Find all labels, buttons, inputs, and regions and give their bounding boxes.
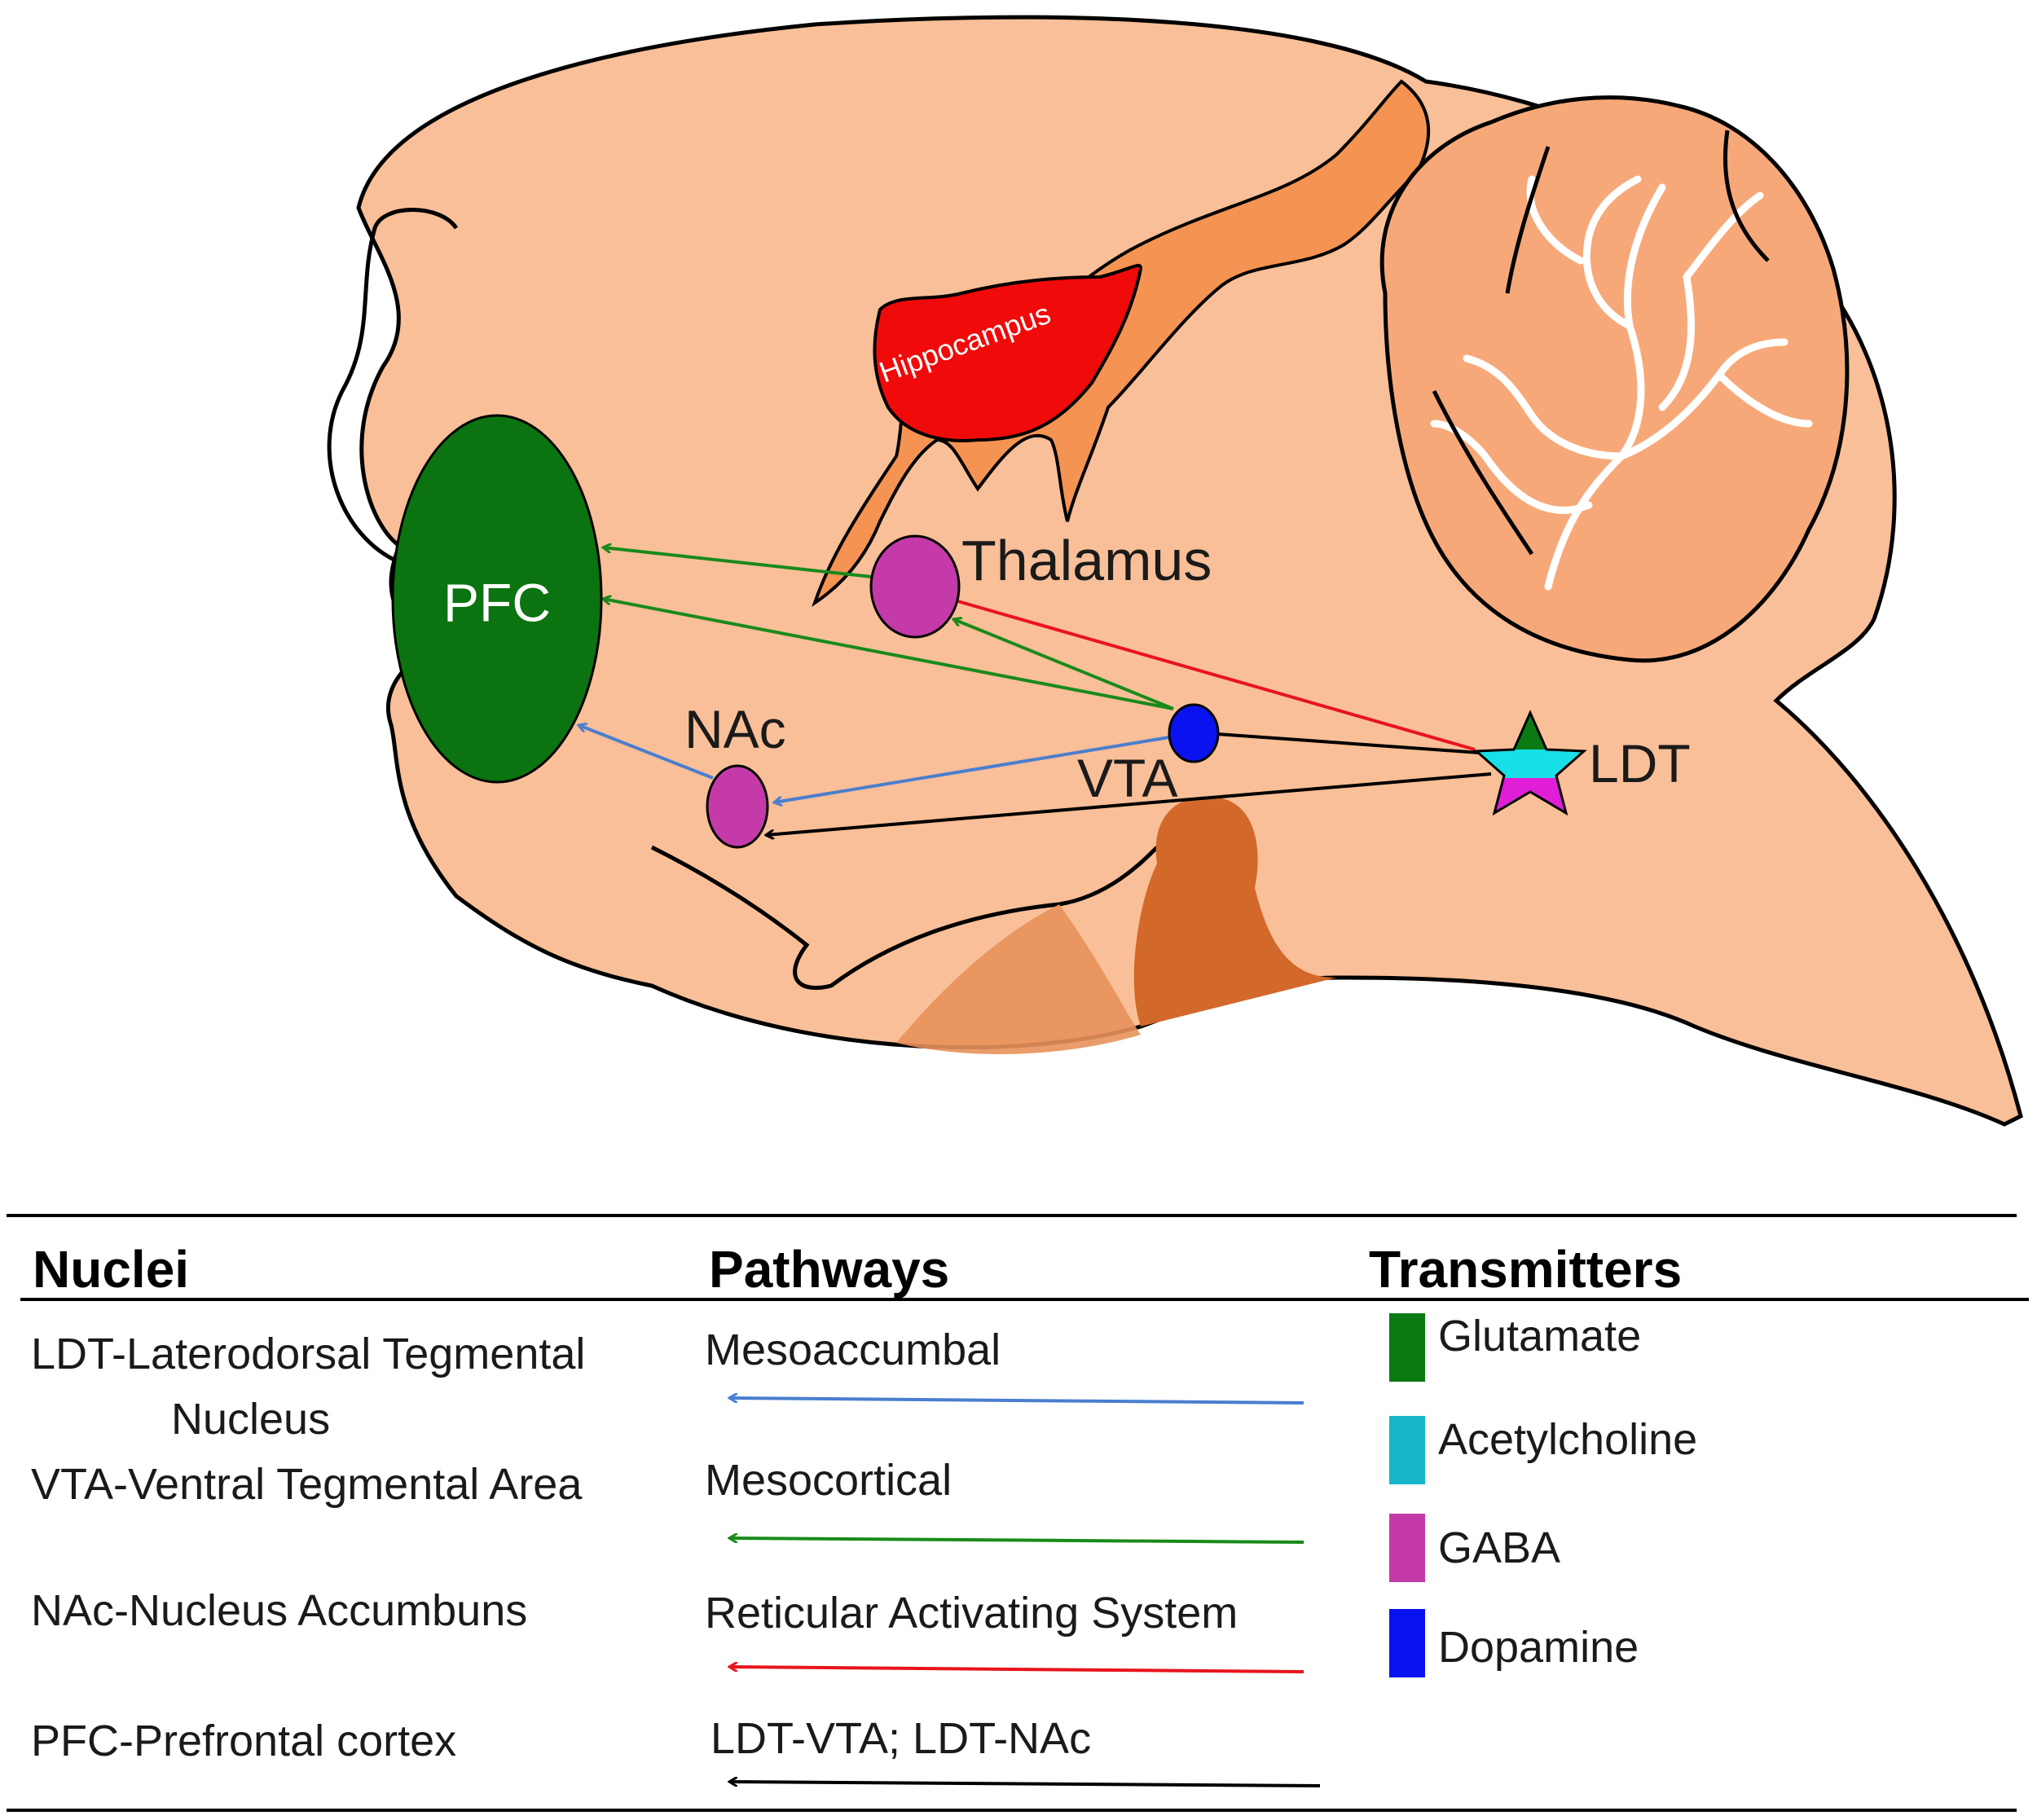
arrow-vta-to-thalamus [953,619,1174,710]
arrow-vta-to-pfc [603,599,1174,710]
transmitter-label-glutamate: Glutamate [1438,1312,1641,1361]
vta-label: VTA [1077,748,1177,808]
olfactory-bulb [327,208,459,565]
vta-node [1168,703,1220,763]
pathway-label-ras: Reticular Activating System [705,1589,1238,1638]
transmitter-swatch-gaba [1389,1514,1425,1582]
pathway-arrow-ldt [729,1782,1321,1787]
arrow-nac-to-pfc [579,725,714,780]
pfc-label: PFC [443,572,551,632]
ldt-label: LDT [1589,733,1691,794]
pathway-arrow-ras [729,1667,1304,1673]
transmitter-label-dopamine: Dopamine [1438,1623,1639,1672]
pathway-arrow-mesocortical [729,1538,1304,1544]
hippocampus-shape [873,263,1143,442]
pathway-arrow-mesoaccumbal [729,1398,1304,1405]
transmitter-label-acetylcholine: Acetylcholine [1438,1415,1697,1464]
nuclei-heading: Nuclei [33,1240,189,1299]
transmitter-label-gaba: GABA [1438,1523,1560,1572]
cerebellum [1379,95,1850,663]
pathway-label-ldt: LDT-VTA; LDT-NAc [711,1714,1091,1763]
nuclei-item-ldt-cont: Nucleus [171,1395,330,1444]
pfc-node [391,414,603,784]
arrow-ldt-to-thalamus [949,599,1476,751]
cerebellar-folds [1430,175,1813,591]
transmitter-swatch-glutamate [1389,1313,1425,1382]
transmitter-swatch-dopamine [1389,1609,1425,1677]
nuclei-item-pfc: PFC-Prefrontal cortex [31,1717,456,1765]
pathways-heading: Pathways [709,1240,949,1299]
transmitters-heading: Transmitters [1369,1240,1682,1299]
pons [1133,796,1336,1026]
pons-band [896,904,1141,1054]
pathway-label-mesocortical: Mesocortical [705,1456,952,1505]
arrow-ldt-to-nac [766,772,1492,835]
arrow-thalamus-to-pfc [603,547,873,578]
arrow-ldt-to-vta [1206,733,1492,755]
nuclei-item-vta: VTA-Ventral Tegmental Area [31,1460,583,1509]
thalamus-label: Thalamus [961,529,1212,592]
pathway-label-mesoaccumbal: Mesoaccumbal [705,1325,1001,1374]
cerebellar-sulcus [1432,130,1770,556]
arrow-vta-to-nac [774,736,1170,802]
transmitter-swatch-acetylcholine [1389,1416,1425,1484]
thalamus-node [869,534,961,639]
nac-label: NAc [684,699,786,759]
nac-node [706,764,769,849]
nuclei-item-nac: NAc-Nucleus Accumbuns [31,1586,527,1635]
nuclei-item-ldt: LDT-Laterodorsal Tegmental [31,1330,585,1378]
ventral-contour [650,845,1159,991]
